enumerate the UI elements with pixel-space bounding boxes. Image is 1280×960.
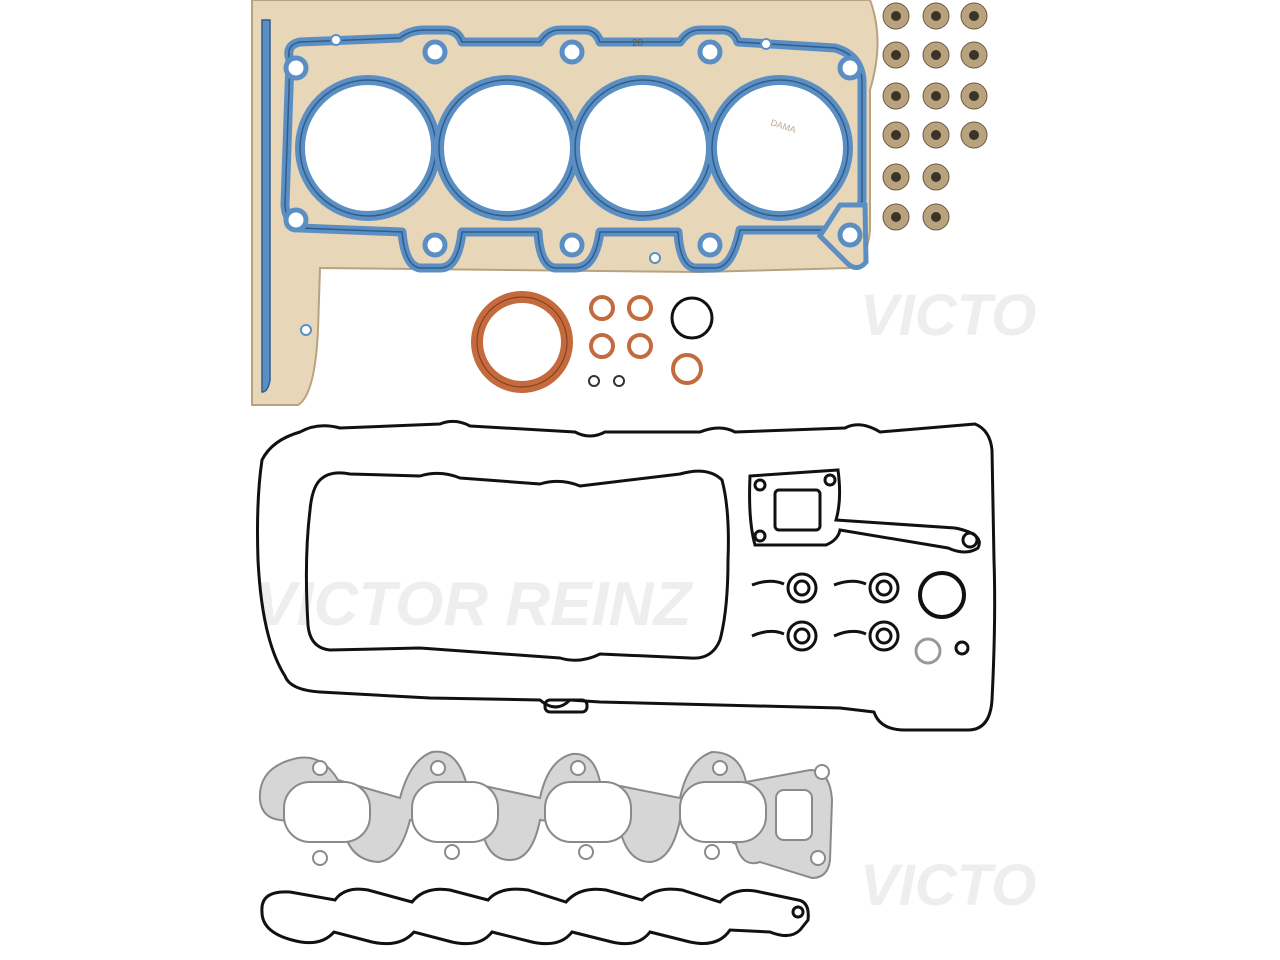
watermark-right-upper: VICTO — [860, 283, 1036, 348]
valve-stem-seals — [882, 2, 988, 231]
head-bolt-holes — [283, 34, 863, 336]
head-gasket-number: 20 — [632, 38, 644, 49]
intake-manifold-gasket — [260, 887, 810, 946]
watermark-right-lower: VICTO — [860, 853, 1036, 918]
seal-rings-cluster — [471, 291, 714, 393]
cylinder-head-gasket: 20 DAMA — [251, 0, 879, 406]
thermostat-gasket — [748, 468, 981, 554]
valve-cover-gasket — [256, 419, 997, 732]
watermark-middle: VICTOR REINZ — [255, 570, 693, 639]
exhaust-manifold-gasket — [258, 750, 834, 880]
injector-seals — [751, 571, 970, 665]
cylinder-bores — [295, 75, 853, 221]
